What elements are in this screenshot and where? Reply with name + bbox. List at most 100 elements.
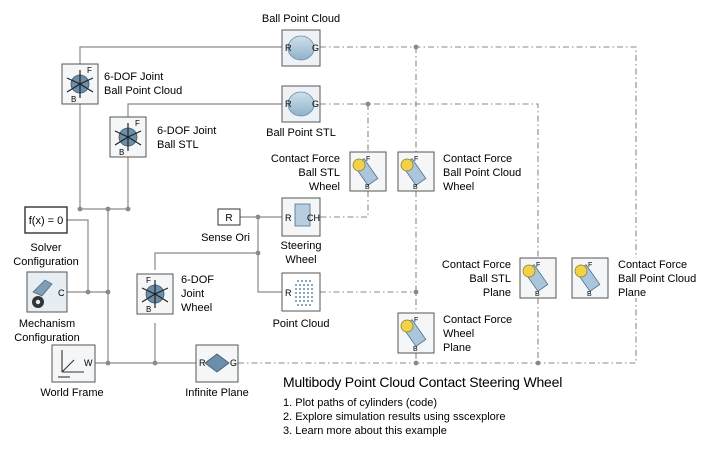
- link-explore-results[interactable]: 2. Explore simulation results using ssce…: [283, 411, 506, 423]
- cf-stl-wheel-line2: Ball STL: [298, 167, 340, 179]
- block-mechanism-configuration[interactable]: C: [26, 271, 68, 313]
- steering-wheel-label-1: Steering: [281, 240, 322, 252]
- contact-ball-icon: [574, 264, 588, 278]
- joint-cloud-label-2: Ball Point Cloud: [104, 85, 182, 97]
- cf-wheel-plane-line3: Plane: [443, 342, 471, 354]
- cf-wheel-plane-line2: Wheel: [443, 328, 474, 340]
- joint-arrows-icon: [141, 280, 169, 308]
- solver-label-2: Configuration: [13, 256, 78, 268]
- port-r: R: [285, 43, 292, 53]
- cf-stl-plane-line1: Contact Force: [442, 259, 511, 271]
- joint-wheel-label-1: 6-DOF: [181, 274, 214, 286]
- block-contact-force-wheel-plane[interactable]: F B: [397, 312, 435, 354]
- block-contact-force-ball-stl-plane[interactable]: F B: [519, 257, 557, 299]
- joint-stl-label-1: 6-DOF Joint: [157, 125, 216, 137]
- svg-text:B: B: [413, 346, 418, 353]
- axes-icon: [58, 350, 84, 378]
- wheel-body-icon: [294, 203, 311, 227]
- contact-ball-icon: [400, 158, 414, 172]
- contact-ball-icon: [522, 264, 536, 278]
- mechanism-label-2: Configuration: [14, 332, 79, 344]
- svg-text:F: F: [536, 262, 540, 269]
- svg-text:CH: CH: [307, 213, 320, 223]
- steering-wheel-label-2: Wheel: [285, 254, 316, 266]
- svg-text:F: F: [87, 66, 92, 75]
- block-sense-ori[interactable]: R: [217, 208, 241, 226]
- block-6dof-joint-ball-stl[interactable]: F B: [109, 116, 147, 158]
- mechanism-label-1: Mechanism: [19, 318, 75, 330]
- svg-text:B: B: [146, 305, 151, 314]
- cf-cloud-wheel-line1: Contact Force: [443, 153, 512, 165]
- svg-text:B: B: [413, 184, 418, 191]
- dashed-connections: [238, 46, 637, 364]
- model-title: Multibody Point Cloud Contact Steering W…: [283, 374, 563, 390]
- cf-stl-plane-line2: Ball STL: [469, 273, 511, 285]
- contact-ball-icon: [352, 158, 366, 172]
- world-frame-label: World Frame: [40, 387, 103, 399]
- sphere-icon: [287, 35, 315, 61]
- block-contact-force-ball-point-cloud-wheel[interactable]: F B: [397, 151, 435, 192]
- svg-text:B: B: [71, 95, 76, 104]
- junction-dots: [77, 44, 541, 366]
- svg-text:F: F: [414, 156, 418, 163]
- joint-cloud-label-1: 6-DOF Joint: [104, 71, 163, 83]
- svg-text:B: B: [587, 291, 592, 298]
- infinite-plane-label: Infinite Plane: [185, 387, 249, 399]
- example-links: 1. Plot paths of cylinders (code) 2. Exp…: [283, 396, 506, 438]
- cf-stl-wheel-line1: Contact Force: [271, 153, 340, 165]
- block-steering-wheel[interactable]: R CH: [281, 197, 321, 237]
- cf-cloud-wheel-line2: Ball Point Cloud: [443, 167, 521, 179]
- block-contact-force-ball-stl-wheel[interactable]: F B: [349, 151, 387, 192]
- sense-ori-label: Sense Ori: [201, 232, 250, 244]
- block-6dof-joint-ball-point-cloud[interactable]: F B: [61, 63, 99, 105]
- ball-point-stl-label: Ball Point STL: [266, 127, 336, 139]
- cf-cloud-wheel-line3: Wheel: [443, 181, 474, 193]
- port-g: G: [312, 99, 319, 109]
- svg-text:F: F: [414, 317, 418, 324]
- svg-text:F: F: [366, 156, 370, 163]
- solid-connections: [67, 46, 282, 364]
- cf-cloud-plane-line1: Contact Force: [618, 259, 687, 271]
- joint-arrows-icon: [66, 70, 94, 98]
- point-cloud-label: Point Cloud: [273, 318, 330, 330]
- svg-text:F: F: [588, 262, 592, 269]
- svg-text:F: F: [146, 276, 151, 285]
- link-plot-paths[interactable]: 1. Plot paths of cylinders (code): [283, 397, 438, 409]
- joint-wheel-label-2: Joint: [181, 288, 204, 300]
- cf-cloud-plane-line3: Plane: [618, 287, 646, 299]
- solver-glyph: f(x) = 0: [29, 215, 64, 227]
- cf-wheel-plane-line1: Contact Force: [443, 314, 512, 326]
- sphere-icon: [287, 91, 315, 117]
- block-ball-point-stl[interactable]: R G: [281, 85, 321, 123]
- joint-arrows-icon: [114, 123, 142, 151]
- port-r: R: [285, 99, 292, 109]
- block-ball-point-cloud[interactable]: R G: [281, 29, 321, 67]
- cf-stl-wheel-line3: Wheel: [309, 181, 340, 193]
- block-infinite-plane[interactable]: R G: [195, 344, 239, 383]
- svg-text:G: G: [230, 358, 237, 368]
- ball-point-cloud-label: Ball Point Cloud: [262, 13, 340, 25]
- block-solver-configuration[interactable]: f(x) = 0: [24, 206, 68, 234]
- port-g: G: [312, 43, 319, 53]
- block-contact-force-ball-point-cloud-plane[interactable]: F B: [571, 257, 609, 299]
- joint-stl-label-2: Ball STL: [157, 139, 199, 151]
- block-6dof-joint-wheel[interactable]: F B: [136, 273, 174, 315]
- contact-ball-icon: [400, 319, 414, 333]
- block-world-frame[interactable]: W: [51, 344, 96, 383]
- mechanism-arm-icon: [32, 279, 53, 297]
- block-point-cloud[interactable]: R: [281, 272, 321, 312]
- svg-text:R: R: [199, 358, 206, 368]
- solver-label-1: Solver: [30, 242, 62, 254]
- sense-ori-glyph: R: [225, 213, 232, 224]
- svg-text:R: R: [285, 213, 292, 223]
- svg-text:C: C: [58, 288, 65, 298]
- cf-stl-plane-line3: Plane: [483, 287, 511, 299]
- svg-text:F: F: [135, 119, 140, 128]
- svg-text:B: B: [365, 184, 370, 191]
- point-cloud-icon: [295, 280, 313, 306]
- svg-text:W: W: [84, 358, 93, 368]
- svg-text:B: B: [119, 148, 124, 157]
- svg-text:R: R: [285, 288, 292, 298]
- link-learn-more[interactable]: 3. Learn more about this example: [283, 425, 447, 437]
